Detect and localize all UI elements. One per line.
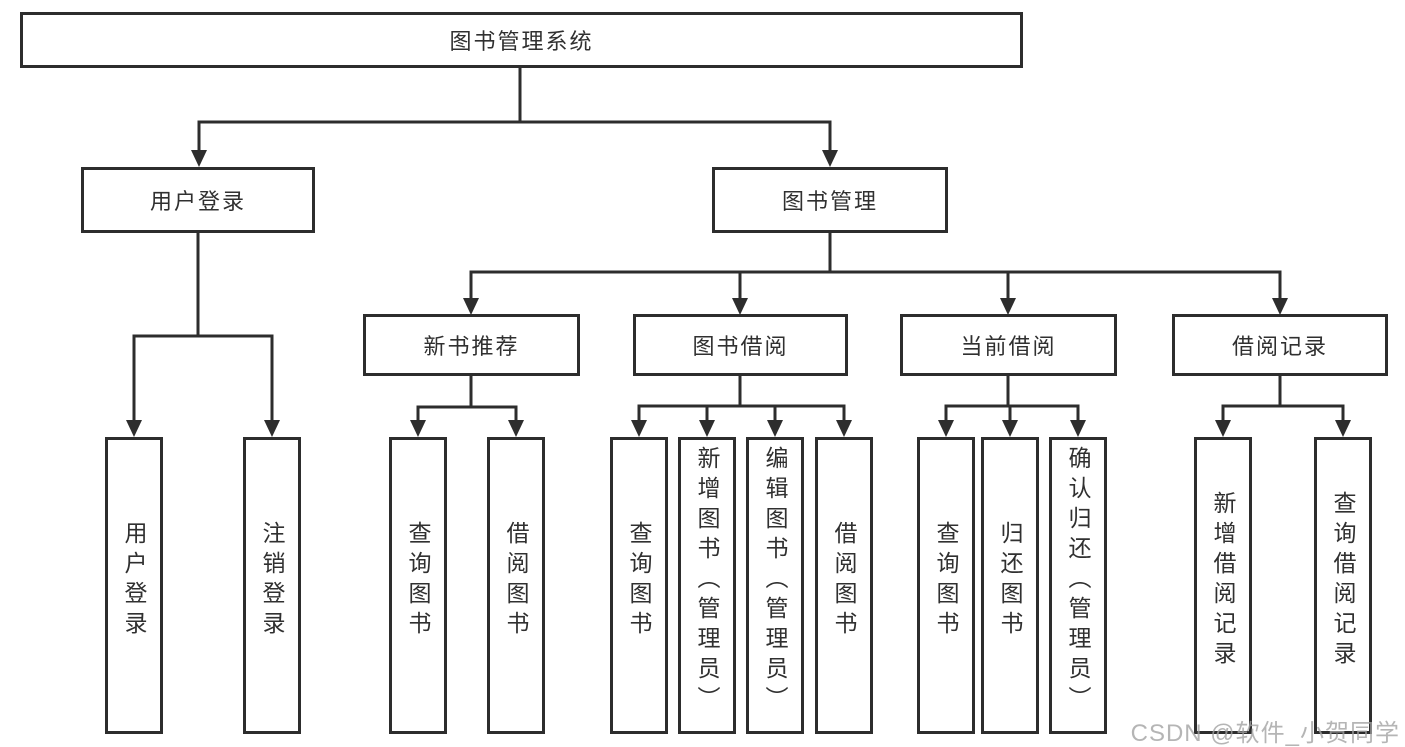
leaf-add-borrow-record: 新增借阅记录 (1194, 437, 1252, 734)
leaf-newrec-query-books: 查询图书 (389, 437, 447, 734)
node-book-management-system: 图书管理系统 (20, 12, 1023, 68)
leaf-borrow-borrow-books: 借阅图书 (815, 437, 873, 734)
node-book-management: 图书管理 (712, 167, 948, 233)
leaf-current-query-books: 查询图书 (917, 437, 975, 734)
leaf-query-borrow-record: 查询借阅记录 (1314, 437, 1372, 734)
node-user-login: 用户登录 (81, 167, 315, 233)
leaf-return-books: 归还图书 (981, 437, 1039, 734)
node-book-borrowing: 图书借阅 (633, 314, 848, 376)
leaf-newrec-borrow-books: 借阅图书 (487, 437, 545, 734)
leaf-confirm-return-admin: 确认归还（管理员） (1049, 437, 1107, 734)
leaf-add-books-admin: 新增图书（管理员） (678, 437, 736, 734)
leaf-edit-books-admin: 编辑图书（管理员） (746, 437, 804, 734)
node-new-book-recommendation: 新书推荐 (363, 314, 580, 376)
leaf-borrow-query-books: 查询图书 (610, 437, 668, 734)
leaf-user-login: 用户登录 (105, 437, 163, 734)
leaf-logout: 注销登录 (243, 437, 301, 734)
arrowheads (126, 150, 1351, 437)
node-current-borrowing: 当前借阅 (900, 314, 1117, 376)
node-borrowing-records: 借阅记录 (1172, 314, 1388, 376)
